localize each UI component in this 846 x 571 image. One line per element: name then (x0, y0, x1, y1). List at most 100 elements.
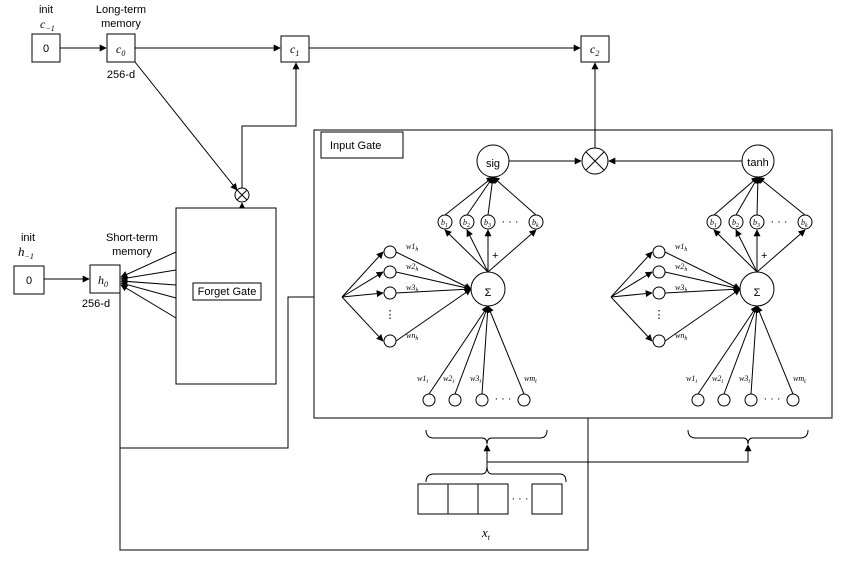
arrow-icon (750, 305, 761, 395)
arrow-icon (713, 229, 758, 273)
arrow-icon (341, 271, 384, 298)
c2-box (580, 35, 610, 63)
diagram-part: w3 (739, 374, 748, 383)
h-init-box (13, 265, 45, 295)
h-weight-label: w2h (675, 262, 687, 273)
x-weight-label: w3i (470, 374, 481, 385)
x-weight-ellipsis: · · · (494, 393, 511, 405)
arrow-icon (444, 176, 494, 216)
diagram-part: 2 (467, 223, 470, 229)
arrow-icon (735, 229, 758, 273)
diagram-part: i (426, 379, 428, 385)
sum-symbol: Σ (485, 287, 492, 299)
c2-label: c2 (590, 42, 599, 58)
diagram-part: w2 (443, 374, 452, 383)
forget-gate-label-box (192, 282, 262, 301)
multiply-icon (234, 187, 250, 203)
long-term-label-2: memory (101, 18, 141, 30)
h-weight-node (652, 265, 666, 279)
h-weight-label: w1h (406, 242, 418, 253)
diagram-part: w1 (675, 242, 684, 251)
diagram-part: b (732, 218, 736, 227)
diagram-part: h (684, 267, 687, 273)
arrow-icon (341, 296, 384, 342)
h0-label: h0 (98, 273, 108, 289)
c1-box (280, 35, 310, 63)
h-weight-label: w2h (406, 262, 418, 273)
diagram-part: w3 (675, 283, 684, 292)
bias-label: b3 (484, 218, 491, 229)
arrow-icon (487, 176, 496, 216)
multiply-icon (581, 147, 609, 175)
arrow-icon (119, 288, 343, 449)
x-weight-ellipsis: · · · (763, 393, 780, 405)
x-weight-label: w1i (417, 374, 428, 385)
diagram-part: b (532, 218, 536, 227)
h-weight-label: w1h (675, 242, 687, 253)
arrow-icon (487, 305, 525, 395)
bias-ellipsis: · · · (501, 216, 518, 228)
h-weight-node (383, 334, 397, 348)
x-weight-label: w2i (712, 374, 723, 385)
arrow-icon (454, 305, 490, 395)
diagram-part: w3 (406, 283, 415, 292)
h-weight-vdots: ⋮ (654, 309, 665, 321)
arrow-icon (466, 176, 494, 216)
arrow-icon (487, 229, 537, 273)
diagram-part: w1 (686, 374, 695, 383)
x-weight-node (517, 393, 531, 407)
x-input-bracket-bottom (425, 465, 567, 483)
arrow-icon (428, 305, 489, 395)
h-weight-node (383, 286, 397, 300)
x-input-bracket-left (425, 429, 548, 445)
diagram-part: i (748, 379, 750, 385)
c0-box (106, 33, 136, 63)
input-gate-box (313, 129, 833, 419)
arrow-icon (341, 251, 384, 298)
diagram-part: 3 (756, 223, 760, 229)
arrow-icon (395, 271, 472, 292)
h-weight-node (652, 245, 666, 259)
arrow-icon (723, 305, 759, 395)
diagram-part: t (804, 379, 806, 385)
diagram-part: wm (793, 374, 804, 383)
arrow-icon (395, 251, 472, 290)
arrow-icon (610, 271, 653, 298)
c-init-box (31, 33, 61, 63)
c-minus1-label: c−1 (40, 17, 55, 33)
bias-label: b3 (753, 218, 760, 229)
diagram-part: b (463, 218, 467, 227)
x-weight-node (786, 393, 800, 407)
diagram-part: h (684, 247, 687, 253)
svg-text:sig: sig (486, 158, 500, 170)
diagram-part: wn (675, 331, 684, 340)
arrow-icon (664, 271, 741, 292)
arrow-icon (444, 229, 489, 273)
x-weight-label: wmt (793, 374, 806, 385)
svg-text:tanh: tanh (747, 157, 768, 169)
diagram-part: b (710, 218, 714, 227)
diagram-part: b (801, 218, 805, 227)
plus-label: + (761, 250, 767, 262)
diagram-part: 3 (487, 223, 491, 229)
diagram-part: i (452, 379, 454, 385)
h0-dim-label: 256-d (82, 298, 110, 310)
arrow-icon (395, 288, 472, 342)
arrow-icon (134, 61, 238, 191)
arrow-icon (756, 305, 794, 395)
arrow-icon (466, 229, 489, 273)
diagram-part: wn (406, 331, 415, 340)
diagram-part: 1 (445, 223, 448, 229)
c0-dim-label: 256-d (107, 69, 135, 81)
arrow-icon (241, 62, 300, 188)
arrow-icon (395, 285, 472, 294)
diagram-part: w1 (406, 242, 415, 251)
arrow-icon (713, 176, 759, 216)
c0-label: c0 (116, 42, 125, 58)
diagram-part: w2 (406, 262, 415, 271)
diagram-part: w1 (417, 374, 426, 383)
sig-node: sig (476, 144, 510, 178)
diagram-part: i (479, 379, 481, 385)
